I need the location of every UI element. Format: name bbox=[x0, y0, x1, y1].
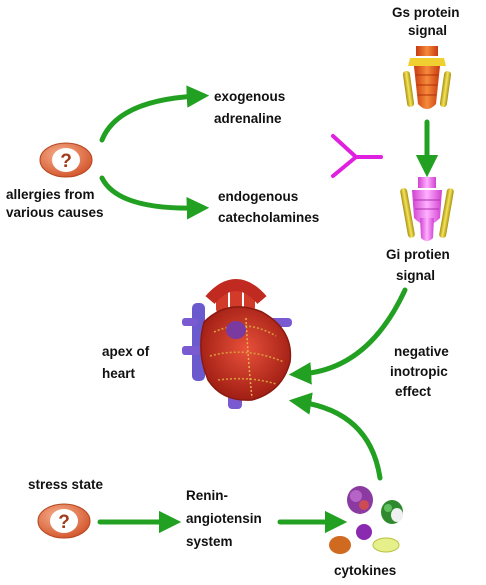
label-stress-state: stress state bbox=[28, 477, 104, 492]
label-allergies: allergies from various causes bbox=[6, 187, 104, 220]
cytokines-cluster-icon bbox=[329, 486, 403, 554]
ligand-y-icon bbox=[331, 134, 383, 178]
label-line: Gs protein bbox=[392, 5, 460, 20]
label-line: negative bbox=[394, 344, 449, 359]
label-line: signal bbox=[408, 23, 447, 38]
gi-receptor-icon bbox=[400, 177, 454, 241]
arrow-cytokines-to-heart bbox=[288, 392, 383, 481]
label-line: apex of bbox=[102, 344, 150, 359]
question-mark: ? bbox=[60, 151, 72, 172]
arrows bbox=[97, 85, 439, 534]
label-exogenous-adrenaline: exogenous adrenaline bbox=[214, 89, 289, 126]
question-mark: ? bbox=[58, 512, 70, 533]
label-negative-inotropic-effect: negative inotropic effect bbox=[390, 344, 453, 399]
label-line: effect bbox=[395, 384, 432, 399]
label-line: endogenous bbox=[218, 189, 298, 204]
label-line: inotropic bbox=[390, 364, 448, 379]
label-line: exogenous bbox=[214, 89, 285, 104]
label-cytokines: cytokines bbox=[334, 563, 396, 578]
heart-icon bbox=[182, 279, 292, 409]
label-line: Renin- bbox=[186, 488, 228, 503]
label-endogenous-catecholamines: endogenous catecholamines bbox=[218, 189, 319, 225]
label-gs-protein-signal: Gs protein signal bbox=[392, 5, 463, 38]
arrow-allergies-to-endogenous bbox=[99, 175, 210, 220]
question-badge-allergies-icon: ? bbox=[39, 142, 93, 178]
label-line: heart bbox=[102, 366, 136, 381]
label-apex-of-heart: apex of heart bbox=[102, 344, 153, 381]
label-line: signal bbox=[396, 268, 435, 283]
label-line: system bbox=[186, 534, 233, 549]
label-line: Gi protien bbox=[386, 247, 450, 262]
label-line: adrenaline bbox=[214, 111, 282, 126]
question-badge-stress-icon: ? bbox=[37, 503, 91, 539]
arrow-gi-to-heart bbox=[288, 287, 408, 385]
label-gi-protein-signal: Gi protien signal bbox=[386, 247, 454, 283]
label-line: catecholamines bbox=[218, 210, 319, 225]
label-line: various causes bbox=[6, 205, 104, 220]
gs-receptor-icon bbox=[402, 46, 452, 109]
arrow-allergies-to-exogenous bbox=[99, 85, 210, 143]
label-line: allergies from bbox=[6, 187, 95, 202]
label-line: angiotensin bbox=[186, 511, 262, 526]
label-renin-angiotensin-system: Renin- angiotensin system bbox=[186, 488, 266, 549]
